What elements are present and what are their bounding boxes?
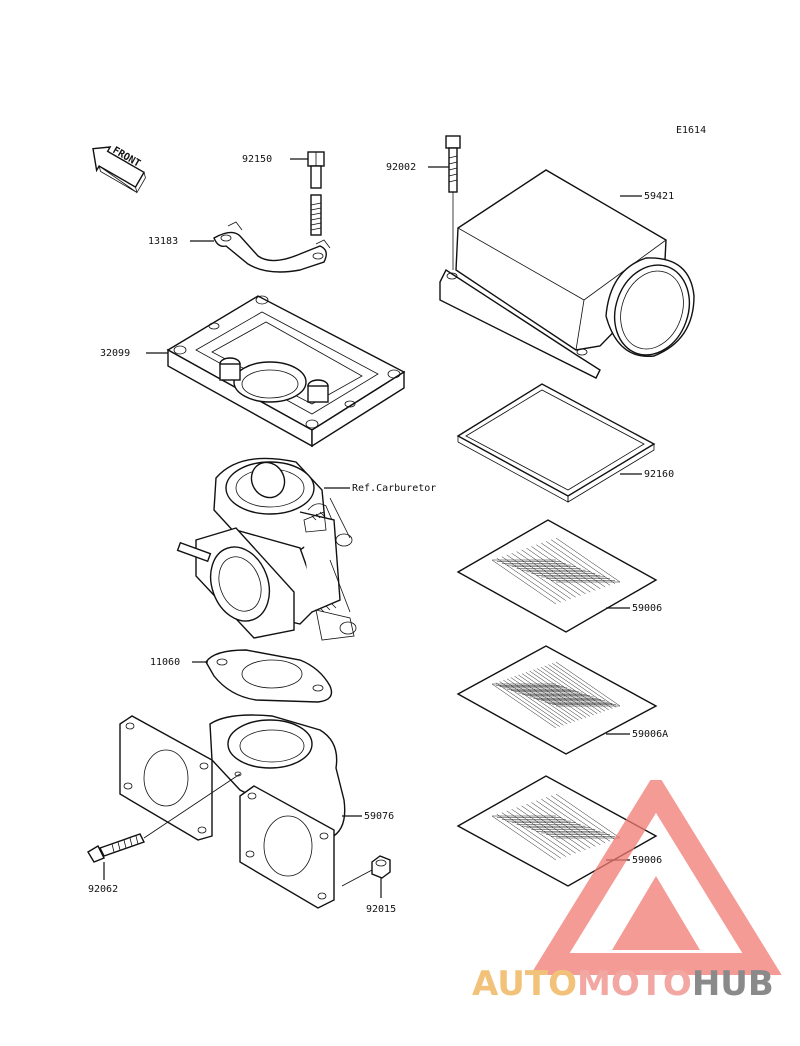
- mesh-strand: [540, 666, 606, 712]
- watermark-auto: AUTO: [472, 964, 577, 1004]
- mesh-strand: [506, 678, 572, 724]
- mesh-strand: [555, 793, 621, 839]
- gasket-11060: [205, 649, 333, 703]
- ref-code: E1614: [676, 125, 706, 136]
- mesh-strand: [541, 798, 606, 844]
- mesh-strand: [491, 815, 557, 861]
- mesh-strand: [495, 682, 560, 727]
- mesh-strand: [546, 541, 611, 586]
- mesh-strand: [501, 556, 566, 601]
- label-59076: 59076: [364, 811, 394, 822]
- mesh-strand: [491, 559, 557, 605]
- mesh-strand: [501, 812, 566, 857]
- watermark-text: AUTOMOTOHUB: [472, 964, 774, 1004]
- mesh-strand: [529, 670, 594, 716]
- watermark-triangle-icon: [530, 780, 782, 975]
- watermark-moto: MOTO: [576, 964, 692, 1004]
- bolt-92150: [307, 151, 325, 236]
- mesh-strand: [525, 672, 591, 717]
- label-ref-carburetor: Ref.Carburetor: [352, 483, 436, 494]
- mesh-strand: [555, 661, 621, 707]
- label-59421: 59421: [644, 191, 674, 202]
- filter-element-59006: [456, 519, 658, 633]
- label-92062: 92062: [88, 884, 118, 895]
- mesh-strand: [536, 544, 601, 589]
- label-59006A: 59006A: [632, 729, 668, 740]
- bolt-92002: [445, 135, 461, 270]
- label-92002: 92002: [386, 162, 416, 173]
- label-32099: 32099: [100, 348, 130, 359]
- carburetor: [176, 457, 357, 641]
- label-13183: 13183: [148, 236, 178, 247]
- label-92150: 92150: [242, 154, 272, 165]
- mesh-strand: [537, 668, 602, 713]
- gasket-92160: [456, 383, 656, 503]
- label-59006-bottom: 59006: [632, 855, 662, 866]
- manifold-59076: [119, 714, 346, 909]
- mesh-strand: [526, 547, 591, 593]
- mesh-strand: [531, 802, 596, 847]
- mesh-strand: [506, 810, 571, 856]
- air-box-cover-59421: [439, 169, 695, 379]
- bracket-13183: [213, 221, 331, 273]
- mesh-strand: [526, 803, 591, 849]
- watermark-hub: HUB: [691, 964, 774, 1004]
- stud-92062: [87, 773, 241, 863]
- base-plate-32099: [166, 295, 406, 448]
- label-92015: 92015: [366, 904, 396, 915]
- mesh-strand: [550, 795, 616, 840]
- nut-92015: [341, 855, 391, 887]
- mesh-strand: [491, 683, 557, 729]
- mesh-strand: [506, 554, 571, 600]
- label-92160: 92160: [644, 469, 674, 480]
- filter-element-59006A: [456, 645, 658, 755]
- mesh-strand: [531, 546, 596, 591]
- mesh-strand: [548, 664, 613, 709]
- mesh-strand: [544, 665, 609, 711]
- label-59006: 59006: [632, 603, 662, 614]
- mesh-strand: [552, 663, 617, 708]
- mesh-strand: [499, 681, 564, 726]
- mesh-strand: [550, 539, 616, 584]
- mesh-strand: [555, 537, 621, 583]
- front-arrow-icon: [92, 146, 146, 194]
- mesh-strand: [541, 542, 606, 588]
- mesh-strand: [503, 679, 568, 725]
- mesh-strand: [536, 800, 601, 845]
- mesh-strand: [533, 669, 598, 714]
- mesh-strand: [546, 797, 611, 842]
- mesh-strand: [496, 558, 562, 603]
- mesh-strand: [496, 814, 562, 859]
- label-11060: 11060: [150, 657, 180, 668]
